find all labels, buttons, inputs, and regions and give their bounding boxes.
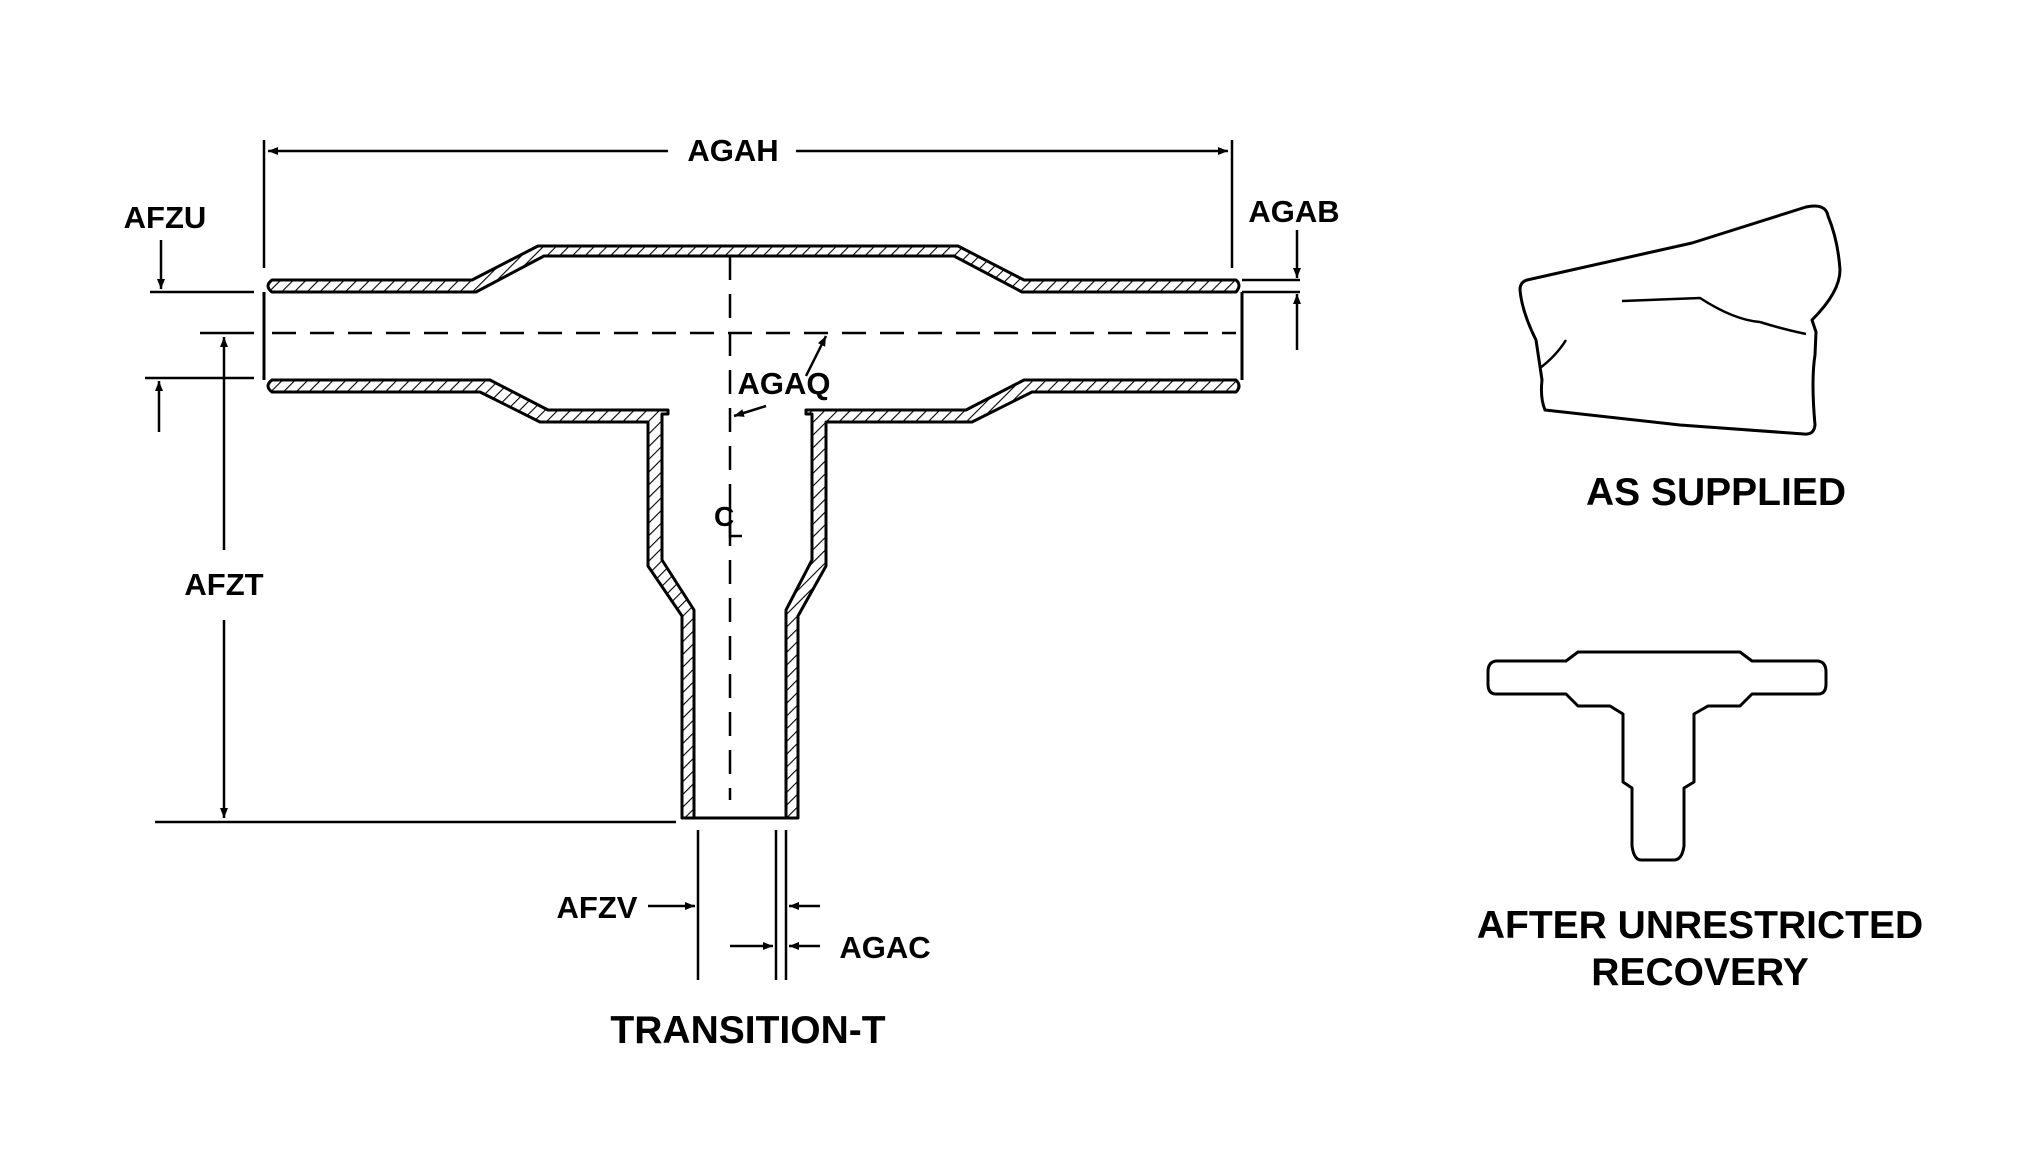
afzv-label: AFZV	[557, 890, 638, 925]
dimension-afzv-agac: AFZV AGAC	[557, 830, 931, 980]
after-recovery-illustration	[1486, 650, 1828, 862]
transition-t-sectional-view	[262, 244, 1244, 820]
as-supplied-illustration	[1518, 204, 1842, 436]
agab-label: AGAB	[1248, 194, 1339, 229]
afzt-label: AFZT	[184, 567, 263, 602]
dimension-afzt: AFZT	[155, 331, 676, 824]
dimension-agah: AGAH	[262, 133, 1234, 268]
agaq-label: AGAQ	[738, 366, 831, 401]
bottom-right-wall	[784, 378, 1241, 820]
dimension-agab: AGAB	[1242, 194, 1340, 350]
dimension-afzu: AFZU	[124, 200, 254, 432]
afzu-label: AFZU	[124, 200, 207, 235]
dimension-agaq: AGAQ	[733, 335, 831, 418]
bottom-left-wall	[266, 378, 696, 820]
centerline-symbol: C	[714, 501, 742, 538]
after-recovery-caption-line1: AFTER UNRESTRICTED	[1477, 904, 1923, 947]
top-wall	[266, 244, 1241, 294]
transition-t-caption: TRANSITION-T	[610, 1009, 885, 1052]
agac-label: AGAC	[839, 930, 930, 965]
after-recovery-caption-line2: RECOVERY	[1591, 951, 1808, 994]
agah-label: AGAH	[687, 133, 778, 168]
as-supplied-caption: AS SUPPLIED	[1586, 471, 1846, 514]
